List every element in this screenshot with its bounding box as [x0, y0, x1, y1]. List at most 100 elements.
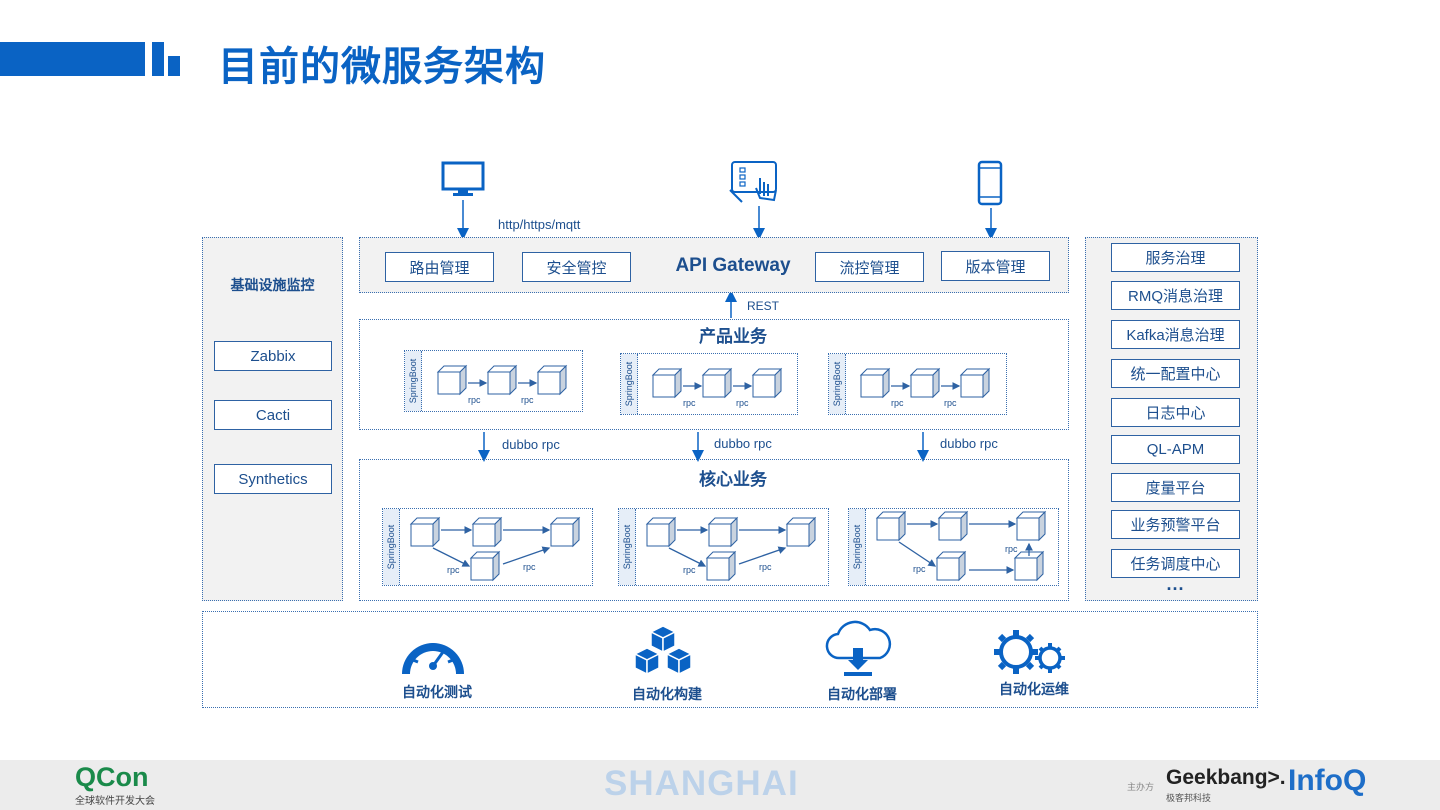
service-cube [652, 374, 676, 398]
service-cube [910, 374, 934, 398]
cubes-stack-icon [633, 625, 693, 676]
service-cube-side [774, 367, 782, 399]
service-cube-side [724, 367, 732, 399]
service-cube [706, 557, 730, 581]
governance-item-log[interactable]: 日志中心 [1111, 398, 1240, 427]
rpc-label: rpc [891, 398, 904, 408]
service-cube [537, 371, 561, 395]
service-cube [646, 523, 670, 547]
service-cube-side [1038, 510, 1046, 542]
automation-ops-label: 自动化运维 [999, 681, 1069, 697]
core-service-group-3: SpringBoot [848, 508, 1059, 586]
service-cube [876, 517, 900, 541]
rpc-label: rpc [523, 562, 536, 572]
automation-deploy-label: 自动化部署 [827, 686, 897, 702]
host-label: 主办方 [1127, 782, 1155, 792]
title-bar-block-1 [152, 42, 164, 76]
governance-item-rmq[interactable]: RMQ消息治理 [1111, 281, 1240, 310]
service-cube [786, 523, 810, 547]
dubbo-label-2: dubbo rpc [714, 436, 772, 451]
service-cube-side [982, 367, 990, 399]
service-cube [960, 374, 984, 398]
service-cube [487, 371, 511, 395]
gateway-security-button[interactable]: 安全管控 [522, 252, 631, 282]
service-cube [752, 374, 776, 398]
gears-icon [994, 630, 1065, 674]
dubbo-label-3: dubbo rpc [940, 436, 998, 451]
rpc-arrow [668, 547, 707, 567]
monitoring-item-synthetics[interactable]: Synthetics [214, 464, 332, 494]
governance-more: ... [1166, 574, 1185, 594]
rpc-label: rpc [468, 395, 481, 405]
rpc-arrow [738, 546, 787, 565]
service-cube-side [494, 516, 502, 548]
automation-panel [202, 611, 1258, 708]
automation-build-label: 自动化构建 [632, 686, 702, 702]
service-cube [708, 523, 732, 547]
service-cube-side [960, 510, 968, 542]
governance-item-config[interactable]: 统一配置中心 [1111, 359, 1240, 388]
title-bar-decoration [0, 42, 145, 76]
service-cube-side [674, 367, 682, 399]
service-cube-side [898, 510, 906, 542]
governance-item-kafka[interactable]: Kafka消息治理 [1111, 320, 1240, 349]
service-cube-side [730, 516, 738, 548]
smartphone-icon [977, 160, 1003, 206]
footer-bar [0, 760, 1440, 810]
core-layer-panel [359, 459, 1069, 601]
rest-label: REST [747, 299, 780, 313]
rpc-label: rpc [521, 395, 534, 405]
service-cube-side [958, 550, 966, 582]
monitoring-item-cacti[interactable]: Cacti [214, 400, 332, 430]
governance-item-apm[interactable]: QL-APM [1111, 435, 1240, 464]
rpc-label: rpc [736, 398, 749, 408]
service-cube-side [459, 364, 467, 396]
gateway-flow-button[interactable]: 流控管理 [815, 252, 924, 282]
springboot-tag: SpringBoot [619, 509, 636, 585]
service-cube-side [728, 550, 736, 582]
springboot-tag: SpringBoot [621, 354, 638, 414]
gateway-routing-button[interactable]: 路由管理 [385, 252, 494, 282]
rpc-label: rpc [1005, 544, 1018, 554]
service-cube [938, 517, 962, 541]
rpc-label: rpc [683, 398, 696, 408]
springboot-tag: SpringBoot [849, 509, 866, 585]
qcon-subtitle: 全球软件开发大会 [75, 796, 155, 807]
infoq-logo: InfoQ [1288, 764, 1367, 797]
service-cube-side [668, 516, 676, 548]
gateway-title: API Gateway [675, 255, 791, 276]
automation-test-label: 自动化测试 [402, 684, 472, 700]
rpc-label: rpc [683, 565, 696, 575]
service-cube-side [882, 367, 890, 399]
service-cube-side [808, 516, 816, 548]
springboot-tag: SpringBoot [405, 351, 422, 411]
rpc-arrow [432, 547, 471, 567]
governance-item-metrics[interactable]: 度量平台 [1111, 473, 1240, 502]
rpc-label: rpc [913, 564, 926, 574]
service-cube [936, 557, 960, 581]
service-cube-side [1036, 550, 1044, 582]
product-service-group-2: SpringBoot [620, 353, 798, 415]
tablet-touch-icon [729, 161, 777, 203]
geekbang-subtitle: 极客邦科技 [1166, 793, 1212, 803]
service-cube-side [432, 516, 440, 548]
monitor-icon [441, 161, 485, 196]
service-cube-side [572, 516, 580, 548]
gateway-version-button[interactable]: 版本管理 [941, 251, 1050, 281]
qcon-logo: QCon [75, 762, 149, 792]
product-service-group-1: SpringBoot [404, 350, 583, 412]
core-service-group-1: SpringBoot [382, 508, 593, 586]
city-label: SHANGHAI [604, 764, 799, 803]
slide-title: 目前的微服务架构 [218, 44, 546, 90]
service-cube-side [932, 367, 940, 399]
governance-item-alert[interactable]: 业务预警平台 [1111, 510, 1240, 539]
rpc-label: rpc [447, 565, 460, 575]
governance-item-service[interactable]: 服务治理 [1111, 243, 1240, 272]
product-layer-title: 产品业务 [699, 327, 767, 346]
governance-item-scheduler[interactable]: 任务调度中心 [1111, 549, 1240, 578]
monitoring-item-zabbix[interactable]: Zabbix [214, 341, 332, 371]
rpc-label: rpc [759, 562, 772, 572]
core-service-group-2: SpringBoot [618, 508, 829, 586]
